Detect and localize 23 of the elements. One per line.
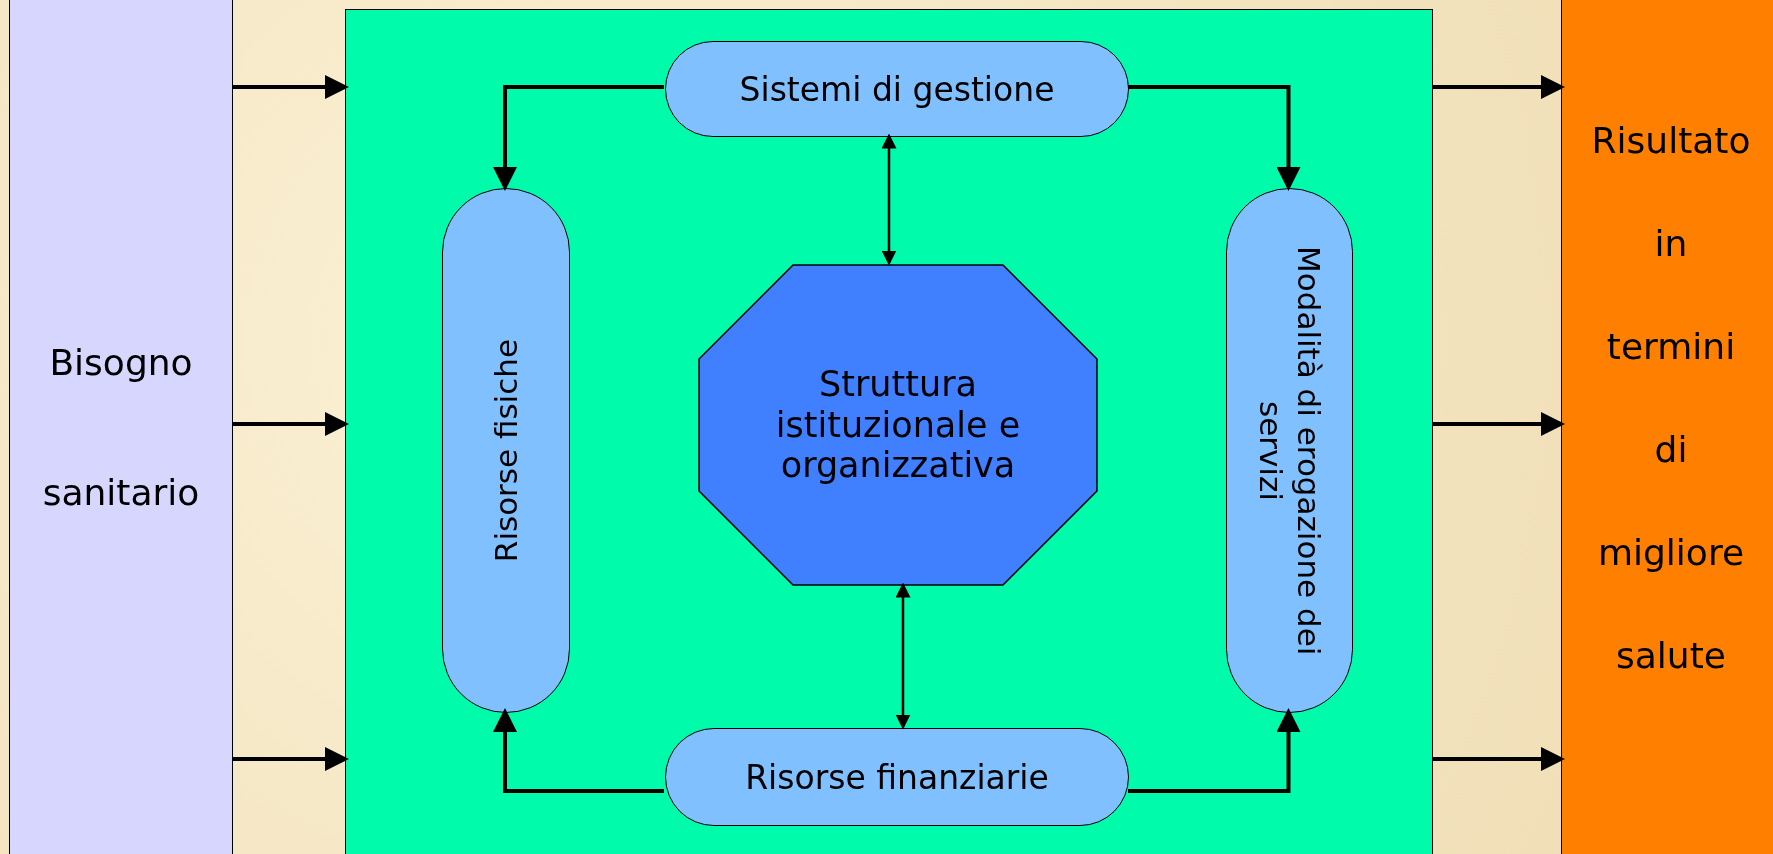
arrow [233,75,349,99]
side-band [9,0,233,854]
arrow [881,133,897,266]
arrow [493,708,664,793]
arrow [895,582,911,730]
arrow [493,85,664,191]
octagon-shape [698,264,1098,586]
box-label: Risorse finanziarie [745,757,1049,797]
arrow [233,747,349,771]
arrow [1433,747,1565,771]
arrow [233,412,349,436]
arrow [1433,412,1565,436]
vertical-label: Risorse fisiche [486,338,525,563]
vertical-label: Modalità di erogazione dei servizi [1251,244,1329,658]
arrow [1128,708,1301,793]
side-band [1561,0,1773,854]
band-label: Bisogno sanitario [41,341,201,515]
octagon-label: Struttura istituzionale e organizzativa [774,363,1022,487]
band-label: Risultato in termini di migliore salute [1590,119,1752,678]
arrow [1128,85,1301,191]
box-label: Sistemi di gestione [739,69,1055,109]
system-panel [345,9,1433,854]
arrow [1433,75,1565,99]
